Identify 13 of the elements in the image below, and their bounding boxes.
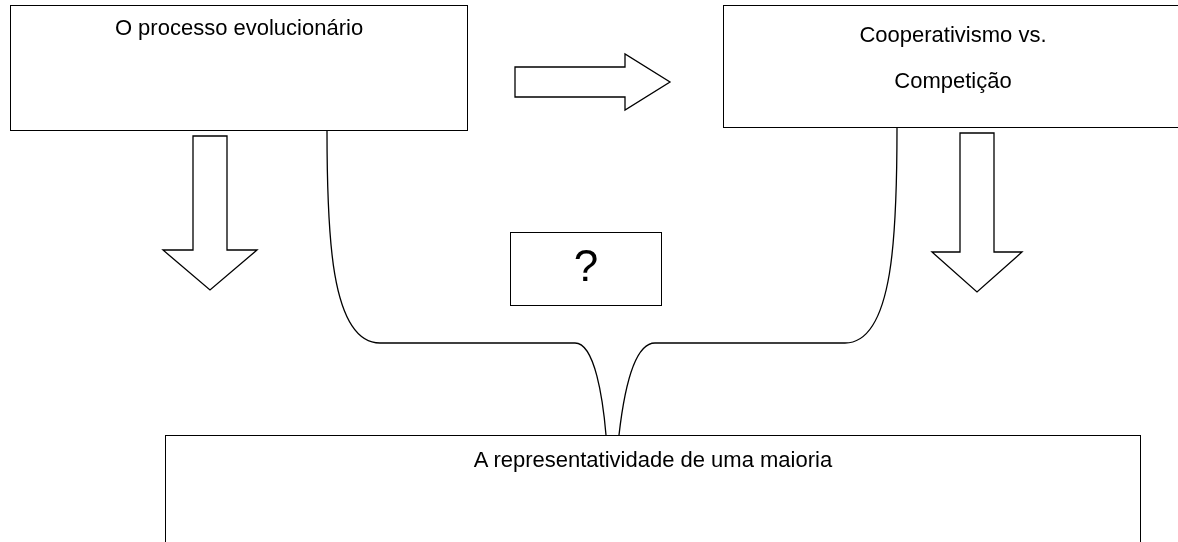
box-label: ? xyxy=(572,241,600,291)
box-label: O processo evolucionário xyxy=(113,14,365,42)
text-box xyxy=(510,232,662,306)
connector-line xyxy=(618,127,898,436)
block-arrow xyxy=(514,52,672,112)
text-box xyxy=(10,5,468,131)
box-label: Cooperativismo vs. Competição xyxy=(858,21,1048,95)
connector-line xyxy=(326,130,607,436)
box-label: A representatividade de uma maioria xyxy=(472,446,834,474)
text-box xyxy=(723,5,1178,128)
block-arrow xyxy=(161,135,259,291)
block-arrow xyxy=(930,132,1024,293)
text-box xyxy=(165,435,1141,542)
